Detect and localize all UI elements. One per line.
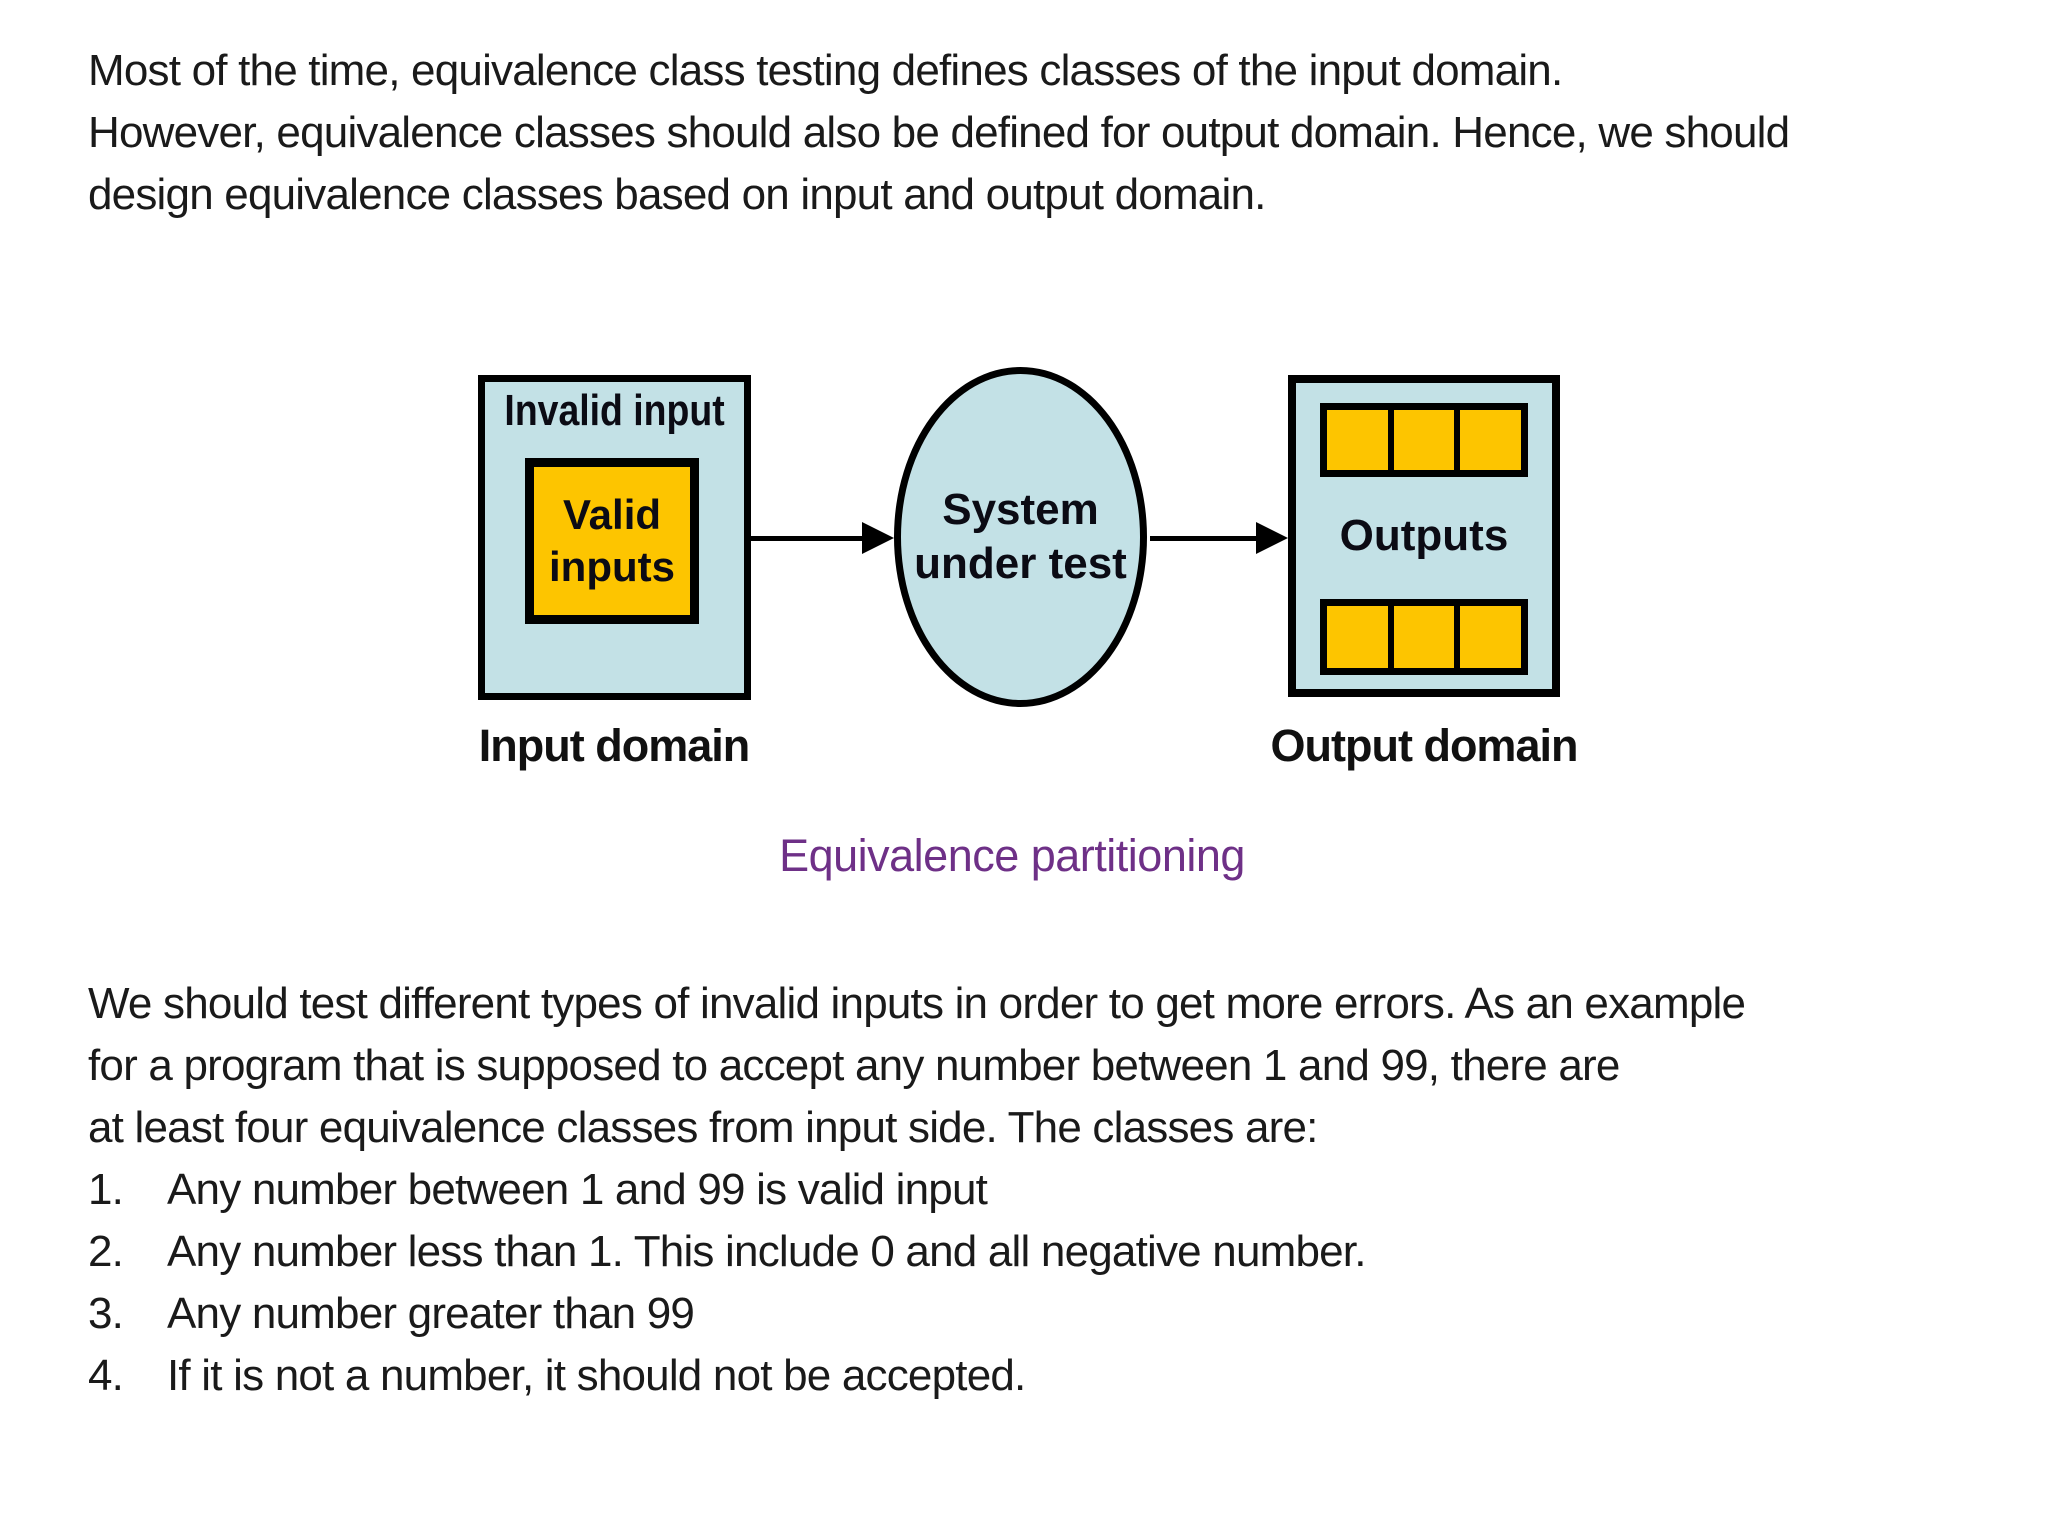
list-item-number: 2. bbox=[88, 1227, 124, 1276]
arrowhead-icon bbox=[1256, 522, 1288, 554]
output-domain-box: Outputs bbox=[1288, 375, 1560, 697]
list-item-text: Any number between 1 and 99 is valid inp… bbox=[167, 1165, 988, 1214]
list-item-number: 1. bbox=[88, 1165, 124, 1214]
list-item-number: 4. bbox=[88, 1351, 124, 1400]
list-item: 3. Any number greater than 99 bbox=[88, 1283, 2018, 1345]
output-cell bbox=[1460, 410, 1522, 470]
outputs-label: Outputs bbox=[1339, 511, 1509, 560]
output-cell bbox=[1393, 410, 1455, 470]
input-to-system-arrow bbox=[750, 536, 868, 541]
list-item: 1. Any number between 1 and 99 is valid i… bbox=[88, 1159, 2018, 1221]
list-item-number: 3. bbox=[88, 1289, 124, 1338]
intro-line: design equivalence classes based on inpu… bbox=[88, 170, 1266, 219]
arrowhead-icon bbox=[862, 522, 894, 554]
output-domain-caption: Output domain bbox=[1270, 720, 1579, 771]
intro-line: Most of the time, equivalence class test… bbox=[88, 46, 1563, 95]
output-cells-strip bbox=[1320, 403, 1528, 477]
valid-inputs-label-line: inputs bbox=[549, 543, 675, 590]
intro-paragraph: Most of the time, equivalence class test… bbox=[88, 40, 2018, 226]
output-cells-strip bbox=[1320, 599, 1528, 675]
output-cell bbox=[1327, 410, 1388, 470]
output-cell bbox=[1393, 606, 1455, 668]
figure-caption: Equivalence partitioning bbox=[779, 830, 1245, 881]
system-to-output-arrow bbox=[1150, 536, 1262, 541]
system-label-line: under test bbox=[914, 539, 1127, 588]
list-item: 2. Any number less than 1. This include 0… bbox=[88, 1221, 2018, 1283]
system-label-line: System bbox=[942, 485, 1099, 534]
list-item-text: If it is not a number, it should not be … bbox=[167, 1351, 1026, 1400]
valid-inputs-label-line: Valid bbox=[562, 491, 662, 538]
list-item-text: Any number greater than 99 bbox=[167, 1289, 695, 1338]
input-domain-box: Invalid input Valid inputs bbox=[478, 375, 751, 700]
output-cell bbox=[1460, 606, 1522, 668]
list-item: 4. If it is not a number, it should not b… bbox=[88, 1345, 2018, 1407]
body-line: We should test different types of invali… bbox=[88, 979, 1746, 1028]
system-under-test-ellipse: System under test bbox=[894, 367, 1147, 707]
valid-inputs-box: Valid inputs bbox=[525, 458, 699, 624]
intro-line: However, equivalence classes should also… bbox=[88, 108, 1790, 157]
body-line: at least four equivalence classes from i… bbox=[88, 1103, 1318, 1152]
invalid-input-label: Invalid input bbox=[504, 386, 725, 435]
body-line: for a program that is supposed to accept… bbox=[88, 1041, 1620, 1090]
output-cell bbox=[1327, 606, 1388, 668]
body-paragraph: We should test different types of invali… bbox=[88, 973, 2018, 1407]
input-domain-caption: Input domain bbox=[478, 720, 750, 771]
list-item-text: Any number less than 1. This include 0 a… bbox=[167, 1227, 1366, 1276]
